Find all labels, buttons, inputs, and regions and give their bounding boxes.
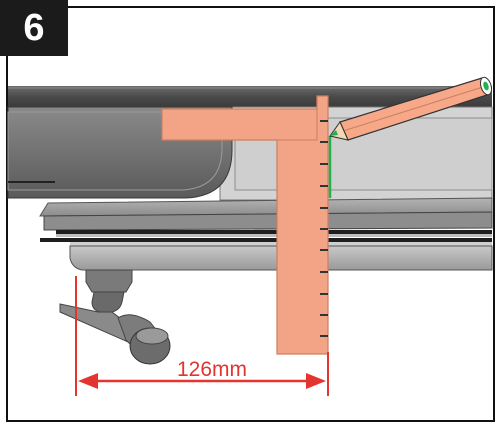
dimension-indicator xyxy=(75,276,329,396)
dimension-label: 126mm xyxy=(176,358,248,381)
drain-outlet xyxy=(59,269,171,365)
pencil-icon xyxy=(329,76,493,141)
step-number-badge: 6 xyxy=(0,0,68,56)
countertop-slab xyxy=(8,86,492,107)
